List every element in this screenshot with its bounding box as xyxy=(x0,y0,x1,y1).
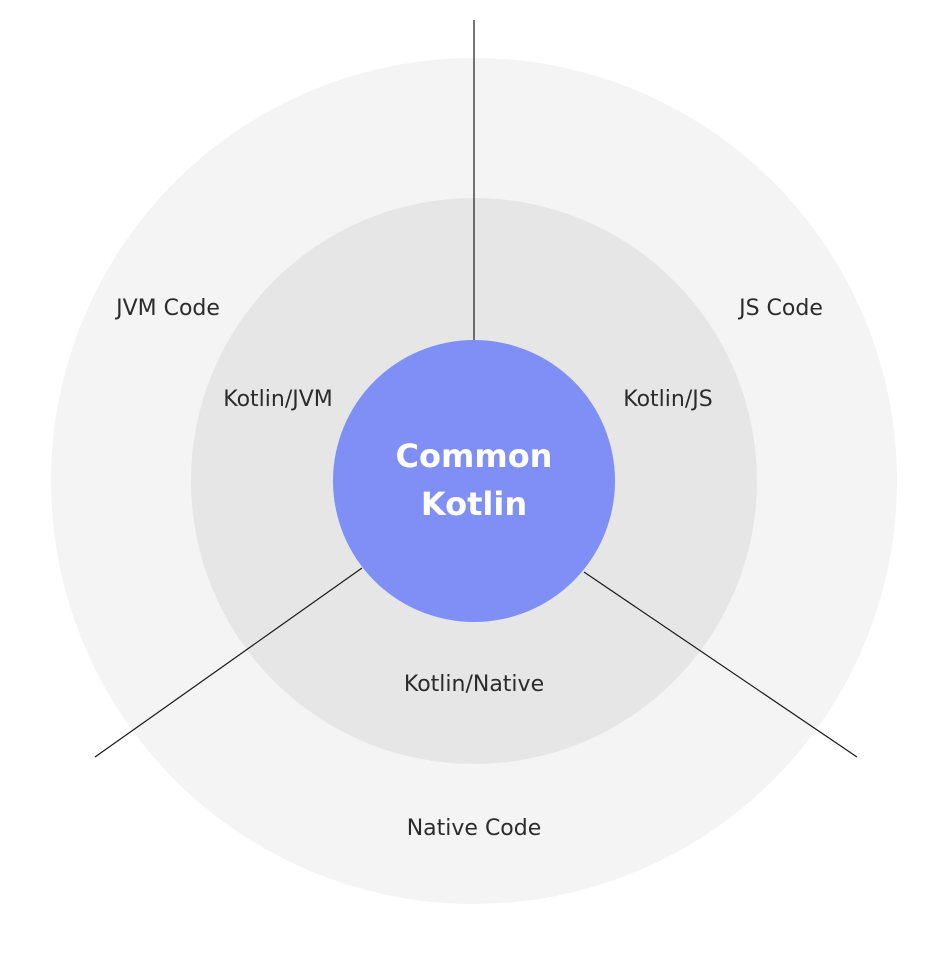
js-code-label: JS Code xyxy=(737,296,823,321)
native-code-label: Native Code xyxy=(407,816,542,841)
kotlin-jvm-label: Kotlin/JVM xyxy=(223,387,333,412)
divider-line-bottom-right xyxy=(583,571,858,758)
common-kotlin-circle xyxy=(333,340,615,622)
kotlin-js-label: Kotlin/JS xyxy=(623,387,712,412)
jvm-code-label: JVM Code xyxy=(114,296,220,321)
divider-line-bottom-left xyxy=(94,567,363,758)
common-kotlin-title-line2: Kotlin xyxy=(421,485,527,523)
kotlin-native-label: Kotlin/Native xyxy=(404,672,544,697)
common-kotlin-title-line1: Common xyxy=(396,437,553,475)
